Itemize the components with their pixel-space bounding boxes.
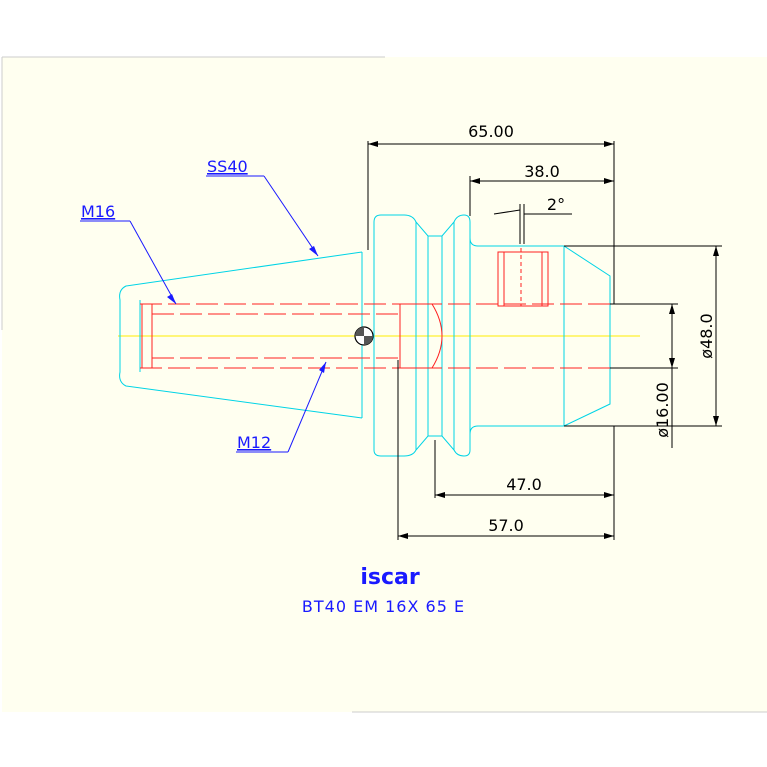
dim-bore-depth: 38.0 xyxy=(524,162,560,181)
m16-thread-end xyxy=(141,303,153,369)
dim-bore-diameter: ø16.00 xyxy=(653,382,672,438)
dim-taper-angle: 2° xyxy=(547,195,565,214)
m12-leader xyxy=(287,361,327,453)
dim-overall-length: 65.00 xyxy=(468,122,514,141)
callout-thread-center: M12 xyxy=(237,433,271,452)
ss40-leader xyxy=(263,175,319,257)
callout-thread-rear: M16 xyxy=(81,202,115,221)
dim-gauge-to-end: 57.0 xyxy=(488,516,524,535)
model-code: BT40 EM 16X 65 E xyxy=(301,597,466,616)
flange-top-outline xyxy=(373,214,611,306)
hidden-solid-features xyxy=(141,248,549,369)
m16-leader xyxy=(129,220,177,305)
bore-bottom-drill-point xyxy=(399,303,443,369)
callout-taper: SS40 xyxy=(207,157,248,176)
holder-outline xyxy=(119,214,611,457)
flange-bottom-outline xyxy=(373,366,611,457)
dim-angle-leader xyxy=(493,209,521,215)
dim-flange-to-end: 47.0 xyxy=(506,475,542,494)
dimension-lines xyxy=(367,141,722,540)
dimension-arrows xyxy=(368,141,719,539)
set-screw-top xyxy=(497,251,549,307)
coolant-ball xyxy=(354,326,374,346)
hidden-features xyxy=(140,303,610,369)
taper-shank-outline xyxy=(119,251,363,419)
callout-leaders xyxy=(80,175,327,453)
brand-logo: iscar xyxy=(360,565,420,590)
dim-outer-diameter: ø48.0 xyxy=(697,313,716,358)
drawing-sheet xyxy=(2,57,767,712)
callout-arrows xyxy=(167,246,326,373)
